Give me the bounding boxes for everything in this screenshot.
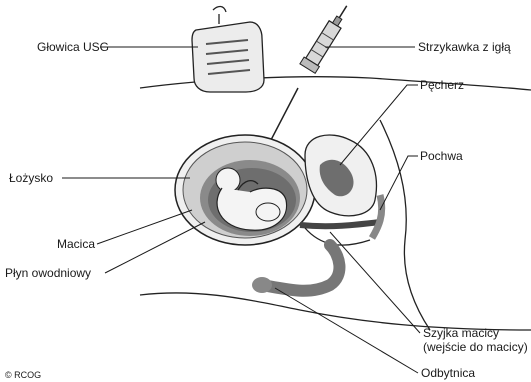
rectum <box>252 245 339 293</box>
label-bladder: Pęcherz <box>420 78 464 92</box>
label-placenta: Łożysko <box>9 171 53 185</box>
label-cervix-line1: Szyjka macicy <box>423 326 499 340</box>
bladder <box>305 135 376 216</box>
label-amniotic-fluid: Płyn owodniowy <box>5 266 91 280</box>
copyright-notice: © RCOG <box>5 370 41 380</box>
label-cervix-line2: (wejście do macicy) <box>423 340 528 354</box>
label-vagina: Pochwa <box>420 149 463 163</box>
label-uterus: Macica <box>57 237 95 251</box>
label-rectum: Odbytnica <box>421 366 475 380</box>
label-probe: Głowica USG <box>37 40 109 54</box>
label-syringe: Strzykawka z igłą <box>418 40 511 54</box>
ultrasound-probe <box>192 6 264 92</box>
